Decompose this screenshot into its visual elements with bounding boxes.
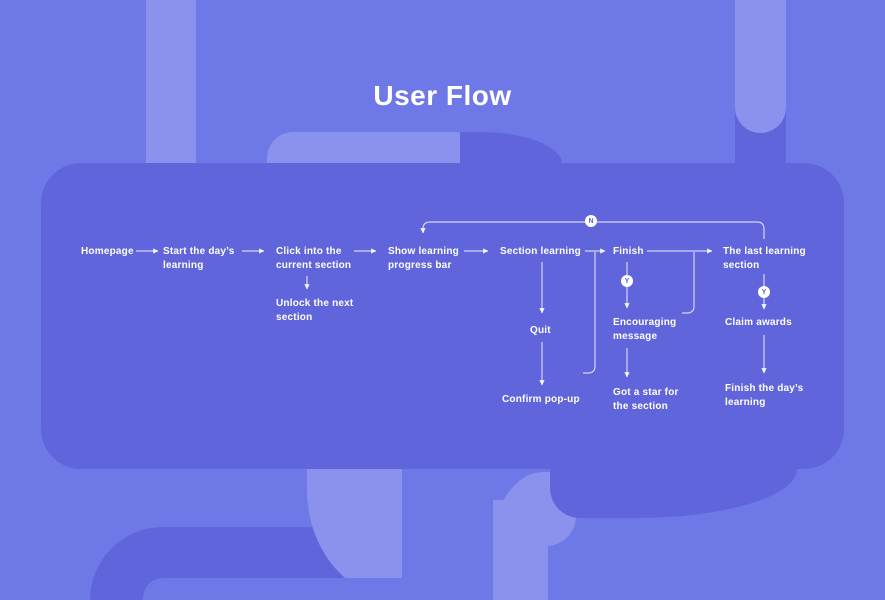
edge-merge-encouraging — [682, 252, 695, 314]
node-claim-awards: Claim awards — [725, 317, 792, 328]
decor-pill-top-right — [735, 0, 786, 133]
node-last-learning-section: The last learning section — [723, 246, 806, 271]
decision-badge-no: N — [585, 215, 597, 227]
node-finish: Finish — [613, 246, 644, 257]
decision-badge-yes-finish: Y — [621, 275, 633, 287]
node-show-progress-bar: Show learning progress bar — [388, 246, 459, 271]
node-section-learning: Section learning — [500, 246, 581, 257]
node-finish-days-learning: Finish the day’s learning — [725, 383, 804, 408]
flow-panel — [41, 163, 844, 469]
page-title: User Flow — [373, 80, 512, 111]
edge-merge-confirm — [583, 252, 596, 374]
node-start-days-learning: Start the day’s learning — [163, 246, 235, 271]
decor-stripe-top-left — [146, 0, 196, 164]
decor-tongue-top — [267, 132, 480, 164]
node-unlock-next-section: Unlock the next section — [276, 298, 354, 323]
node-encouraging-message: Encouraging message — [613, 317, 677, 342]
decision-badge-yes-last: Y — [758, 286, 770, 298]
node-click-current-section: Click into the current section — [276, 246, 352, 271]
node-quit: Quit — [530, 325, 551, 336]
node-homepage: Homepage — [81, 246, 134, 257]
node-got-star-section: Got a star for the section — [613, 387, 679, 412]
decor-pipe-stem-right — [493, 500, 548, 600]
node-confirm-popup: Confirm pop-up — [502, 394, 580, 405]
decor-band-bottom — [143, 578, 483, 600]
